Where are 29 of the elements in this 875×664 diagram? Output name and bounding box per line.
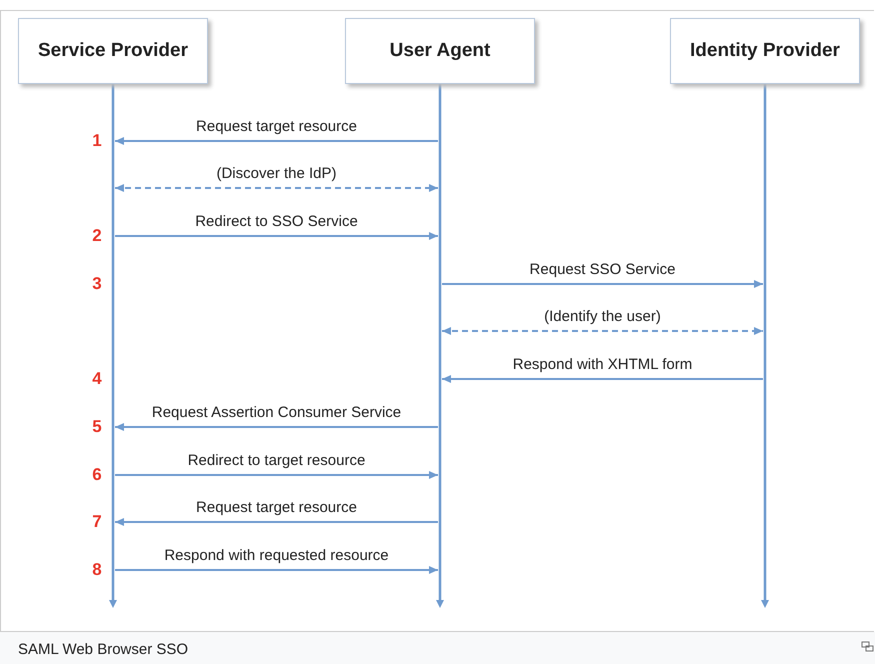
dashed-arrow	[115, 184, 438, 192]
step-number: 7	[92, 512, 102, 532]
step-number: 5	[92, 417, 102, 437]
figure-caption: SAML Web Browser SSO	[18, 641, 188, 658]
participant-box: Service Provider	[18, 18, 208, 84]
arrow	[442, 280, 763, 288]
dashed-arrow	[442, 327, 763, 335]
arrow	[115, 423, 438, 431]
arrow	[115, 232, 438, 240]
arrow	[115, 471, 438, 479]
edge-label: Request SSO Service	[528, 261, 678, 278]
edge-label: Request target resource	[194, 118, 359, 135]
edge-label: Respond with XHTML form	[510, 356, 694, 373]
edge-label: (Identify the user)	[542, 308, 663, 325]
arrow	[115, 566, 438, 574]
step-number: 3	[92, 274, 102, 294]
step-number: 8	[92, 560, 102, 580]
participant-box: User Agent	[345, 18, 535, 84]
step-number: 2	[92, 226, 102, 246]
edge-label: (Discover the IdP)	[214, 165, 339, 182]
participant-box: Identity Provider	[670, 18, 860, 84]
step-number: 4	[92, 369, 102, 389]
step-number: 6	[92, 465, 102, 485]
arrow	[115, 518, 438, 526]
edge-label: Request target resource	[194, 499, 359, 516]
arrow	[115, 137, 438, 145]
arrow	[442, 375, 763, 383]
step-number: 1	[92, 131, 102, 151]
edge-label: Redirect to target resource	[186, 452, 368, 469]
